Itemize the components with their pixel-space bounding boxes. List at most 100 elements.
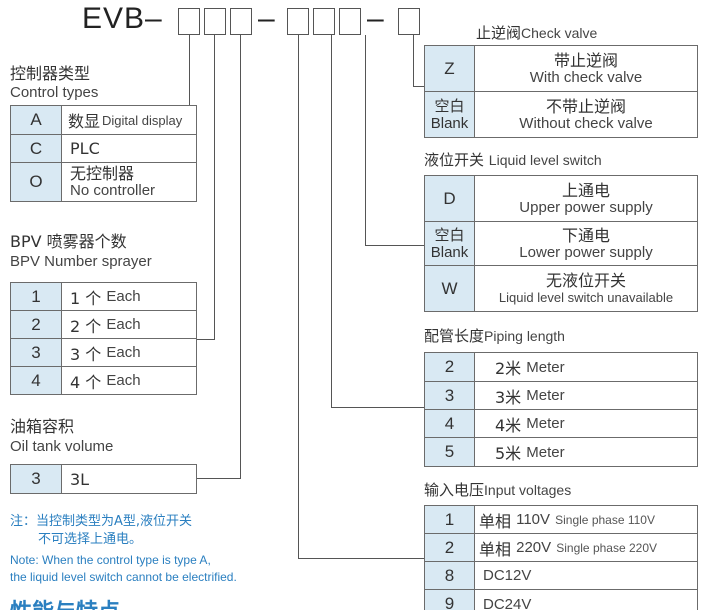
table-row: O 无控制器 No controller (11, 163, 196, 201)
sprayer-code-3: 3 (11, 339, 62, 366)
check-valve-title-en: Check valve (521, 25, 598, 41)
voltage-title-cn: 输入电压 (424, 481, 485, 499)
voltage-desc-1-cn: 单相 (479, 511, 512, 531)
level-switch-table: D 上通电 Upper power supply 空白 Blank 下通电 Lo… (424, 175, 698, 312)
connector-piping (331, 35, 333, 408)
piping-code-2: 2 (425, 353, 475, 381)
voltage-code-8: 8 (425, 562, 475, 589)
voltage-desc-1: 单相 110V Single phase 110V (475, 506, 697, 533)
piping-code-3: 3 (425, 382, 475, 409)
table-row: 4 4米 Meter (425, 410, 697, 438)
level-switch-title: 液位开关 Liquid level switch (424, 151, 602, 170)
oil-tank-title-en: Oil tank volume (10, 438, 114, 455)
sprayer-title-en: BPV Number sprayer (10, 253, 152, 270)
level-switch-desc-blank-cn: 下通电 (561, 225, 610, 245)
sprayer-desc-4: 4 个 Each (62, 367, 196, 394)
piping-title-cn: 配管长度 (424, 327, 485, 345)
level-switch-desc-d-en: Upper power supply (519, 198, 653, 216)
table-row: 1 单相 110V Single phase 110V (425, 506, 697, 534)
table-row: 3 3米 Meter (425, 382, 697, 410)
piping-desc-2-en: Meter (526, 358, 565, 376)
oil-tank-desc-3: 3L (70, 469, 90, 489)
check-valve-code-blank-cn: 空白 (434, 97, 465, 115)
voltage-desc-1-main: 110V (516, 511, 551, 528)
sprayer-title-cn: BPV 喷雾器个数 (10, 232, 127, 251)
check-valve-desc-z: 带止逆阀 With check valve (475, 46, 697, 91)
table-row: 8 DC12V (425, 562, 697, 590)
note-cn-line1: 注：当控制类型为A型,液位开关 (10, 514, 193, 529)
sprayer-desc-4-cn: 4 个 (70, 372, 102, 392)
code-slot-check-valve (398, 8, 420, 35)
table-row: 2 2 个 Each (11, 311, 196, 339)
level-switch-title-cn: 液位开关 (424, 151, 485, 169)
level-switch-desc-w-cn: 无液位开关 (545, 270, 626, 290)
level-switch-desc-w: 无液位开关 Liquid level switch unavailable (475, 266, 697, 311)
control-types-table: A 数显 Digital display C PLC O 无控制器 No con… (10, 105, 197, 202)
code-slot-voltage (287, 8, 309, 35)
oil-tank-table: 3 3L (10, 464, 197, 494)
level-switch-desc-blank-en: Lower power supply (519, 243, 653, 261)
table-row: 5 5米 Meter (425, 438, 697, 466)
connector-level-switch-h (365, 245, 425, 247)
control-types-title-en: Control types (10, 84, 99, 101)
control-desc-o-en: No controller (70, 182, 156, 199)
table-row: 9 DC24V (425, 590, 697, 610)
voltage-desc-9-main: DC24V (483, 595, 532, 610)
voltage-desc-2: 单相 220V Single phase 220V (475, 534, 697, 561)
level-switch-desc-w-en: Liquid level switch unavailable (498, 289, 674, 305)
voltage-desc-9: DC24V (475, 590, 697, 610)
piping-desc-3-en: Meter (526, 387, 565, 404)
piping-table: 2 2米 Meter 3 3米 Meter 4 4米 Meter 5 5米 Me… (424, 352, 698, 467)
table-row: 3 3L (11, 465, 196, 493)
piping-desc-2: 2米 Meter (475, 353, 697, 381)
voltage-title: 输入电压Input voltages (424, 481, 571, 500)
sprayer-table: 1 1 个 Each 2 2 个 Each 3 3 个 Each 4 4 个 E… (10, 282, 197, 395)
check-valve-title: 止逆阀Check valve (476, 24, 597, 43)
table-row: D 上通电 Upper power supply (425, 176, 697, 222)
piping-desc-3: 3米 Meter (475, 382, 697, 409)
level-switch-desc-d-cn: 上通电 (561, 180, 610, 200)
control-desc-c: PLC (70, 139, 100, 158)
level-switch-code-d: D (425, 176, 475, 221)
table-row: 空白 Blank 不带止逆阀 Without check valve (425, 92, 697, 137)
piping-desc-5: 5米 Meter (475, 438, 697, 466)
voltage-code-1: 1 (425, 506, 475, 533)
sprayer-desc-3-en: Each (106, 344, 141, 361)
note-en-line2: the liquid level switch cannot be electr… (10, 570, 237, 584)
level-switch-desc-blank: 下通电 Lower power supply (475, 222, 697, 265)
level-switch-code-blank: 空白 Blank (425, 222, 475, 265)
connector-voltage (298, 35, 300, 559)
piping-code-5: 5 (425, 438, 475, 466)
sprayer-desc-1: 1 个 Each (62, 283, 196, 310)
control-code-o: O (11, 163, 62, 201)
code-slot-sprayer (204, 8, 226, 35)
table-row: Z 带止逆阀 With check valve (425, 46, 697, 92)
connector-oil-tank (240, 35, 242, 479)
voltage-code-2: 2 (425, 534, 475, 561)
check-valve-title-cn: 止逆阀 (476, 24, 522, 42)
voltage-desc-2-main: 220V (516, 539, 552, 556)
sprayer-desc-1-cn: 1 个 (70, 288, 102, 308)
connector-check-valve-h (413, 86, 425, 88)
check-valve-desc-blank-cn: 不带止逆阀 (545, 96, 626, 116)
table-row: C PLC (11, 135, 196, 163)
connector-check-valve (413, 35, 415, 87)
sprayer-desc-3-cn: 3 个 (70, 344, 102, 364)
sprayer-desc-2-cn: 2 个 (70, 316, 102, 336)
code-slot-oil-tank (230, 8, 252, 35)
check-valve-code-blank: 空白 Blank (425, 92, 475, 137)
sprayer-code-2: 2 (11, 311, 62, 338)
check-valve-code-z: Z (425, 46, 475, 91)
note-cn-line2: 不可选择上通电。 (38, 532, 143, 547)
check-valve-code-blank-en: Blank (430, 114, 469, 132)
check-valve-desc-z-en: With check valve (529, 68, 643, 86)
table-row: 2 单相 220V Single phase 220V (425, 534, 697, 562)
control-desc-o-cn: 无控制器 (70, 164, 135, 183)
code-dash-2: – (367, 2, 384, 35)
piping-desc-2-cn: 2米 (495, 359, 522, 378)
sprayer-code-4: 4 (11, 367, 62, 394)
piping-desc-4-en: Meter (526, 415, 565, 432)
table-row: 1 1 个 Each (11, 283, 196, 311)
piping-title: 配管长度Piping length (424, 327, 565, 346)
voltage-code-9: 9 (425, 590, 475, 610)
